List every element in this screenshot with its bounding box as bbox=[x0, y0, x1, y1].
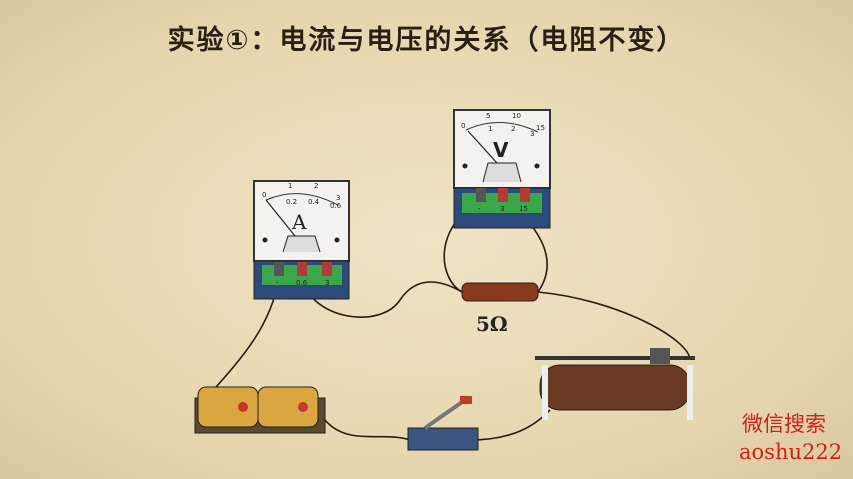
voltmeter-scale-5: 5 bbox=[486, 112, 490, 120]
voltmeter-sub-scale-3: 3 bbox=[530, 130, 534, 138]
voltmeter-scale-10: 10 bbox=[512, 112, 521, 120]
ammeter-sub-scale-3: 0.6 bbox=[330, 202, 342, 210]
ammeter-scale-0: 0 bbox=[262, 191, 266, 199]
voltmeter bbox=[453, 109, 551, 229]
resistor bbox=[461, 282, 539, 302]
ammeter-sub-scale-1: 0.2 bbox=[286, 198, 297, 206]
rheostat[interactable] bbox=[535, 348, 695, 420]
voltmeter-symbol: V bbox=[493, 138, 509, 162]
voltmeter-scale-0: 0 bbox=[461, 122, 465, 130]
voltmeter-terminal-15: 15 bbox=[519, 205, 528, 213]
ammeter bbox=[253, 180, 350, 300]
battery-pack bbox=[194, 386, 326, 434]
watermark-line2: aoshu222 bbox=[739, 440, 843, 464]
voltmeter-scale-15: 15 bbox=[536, 124, 545, 132]
switch[interactable] bbox=[407, 396, 479, 451]
voltmeter-sub-scale-1: 1 bbox=[488, 125, 492, 133]
voltmeter-terminal-neg: - bbox=[478, 205, 481, 213]
ammeter-scale-3: 3 bbox=[336, 194, 340, 202]
watermark-line1: 微信搜索 bbox=[742, 412, 826, 436]
ammeter-terminal-neg: - bbox=[276, 279, 279, 287]
ammeter-scale-1: 1 bbox=[288, 182, 292, 190]
ammeter-scale-2: 2 bbox=[314, 182, 318, 190]
ammeter-terminal-3: 3 bbox=[325, 279, 329, 287]
voltmeter-terminal-3: 3 bbox=[500, 205, 504, 213]
ammeter-symbol: A bbox=[291, 210, 307, 234]
ammeter-sub-scale-2: 0.4 bbox=[308, 198, 320, 206]
voltmeter-sub-scale-2: 2 bbox=[511, 125, 515, 133]
ammeter-terminal-0.6: 0.6 bbox=[296, 279, 308, 287]
page-title: 实验①：电流与电压的关系（电阻不变） bbox=[167, 25, 686, 56]
resistor-label: 5Ω bbox=[476, 312, 508, 336]
